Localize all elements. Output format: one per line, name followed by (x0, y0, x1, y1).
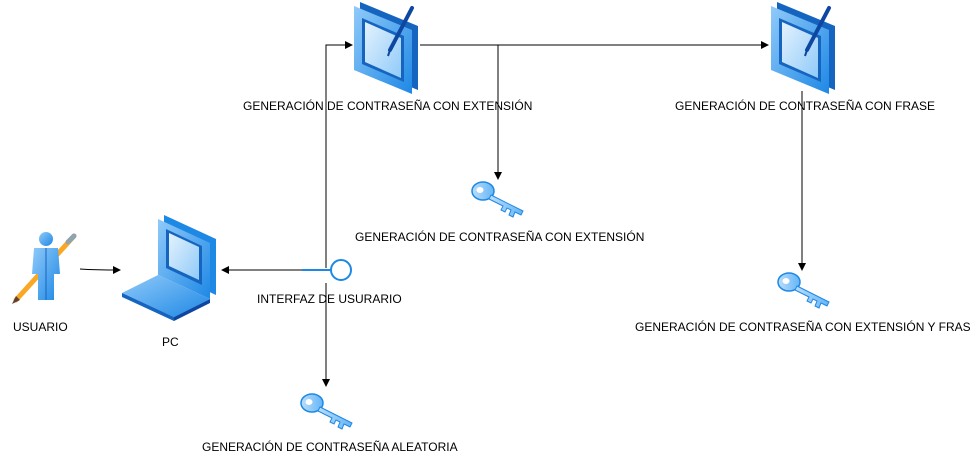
key-extension-label: GENERACIÓN DE CONTRASEÑA CON EXTENSIÓN (355, 230, 645, 244)
gen-extension-process-label: GENERACIÓN DE CONTRASEÑA CON EXTENSIÓN (243, 99, 533, 113)
interfaz-label: INTERFAZ DE USURARIO (257, 292, 402, 306)
user-with-pencil-icon (12, 232, 77, 304)
edge-usuario-pc (79, 265, 121, 274)
key-icon (471, 181, 524, 218)
usuario-label: USUARIO (13, 320, 68, 334)
connectors (79, 41, 806, 387)
key-icon (777, 272, 830, 309)
key-icon (300, 393, 353, 430)
laptop-icon (122, 215, 216, 321)
edge-interfaz-gen-extension (325, 41, 353, 268)
pc-label: PC (162, 335, 179, 349)
interface-lollipop-icon (302, 259, 352, 281)
edit-screen-icon (771, 2, 835, 94)
key-extension-frase-label: GENERACIÓN DE CONTRASEÑA CON EXTENSIÓN Y… (635, 320, 970, 334)
key-aleatoria-label: GENERACIÓN DE CONTRASEÑA ALEATORIA (202, 440, 458, 454)
edit-screen-icon (354, 2, 418, 94)
gen-frase-process-label: GENERACIÓN DE CONTRASEÑA CON FRASE (675, 99, 936, 113)
